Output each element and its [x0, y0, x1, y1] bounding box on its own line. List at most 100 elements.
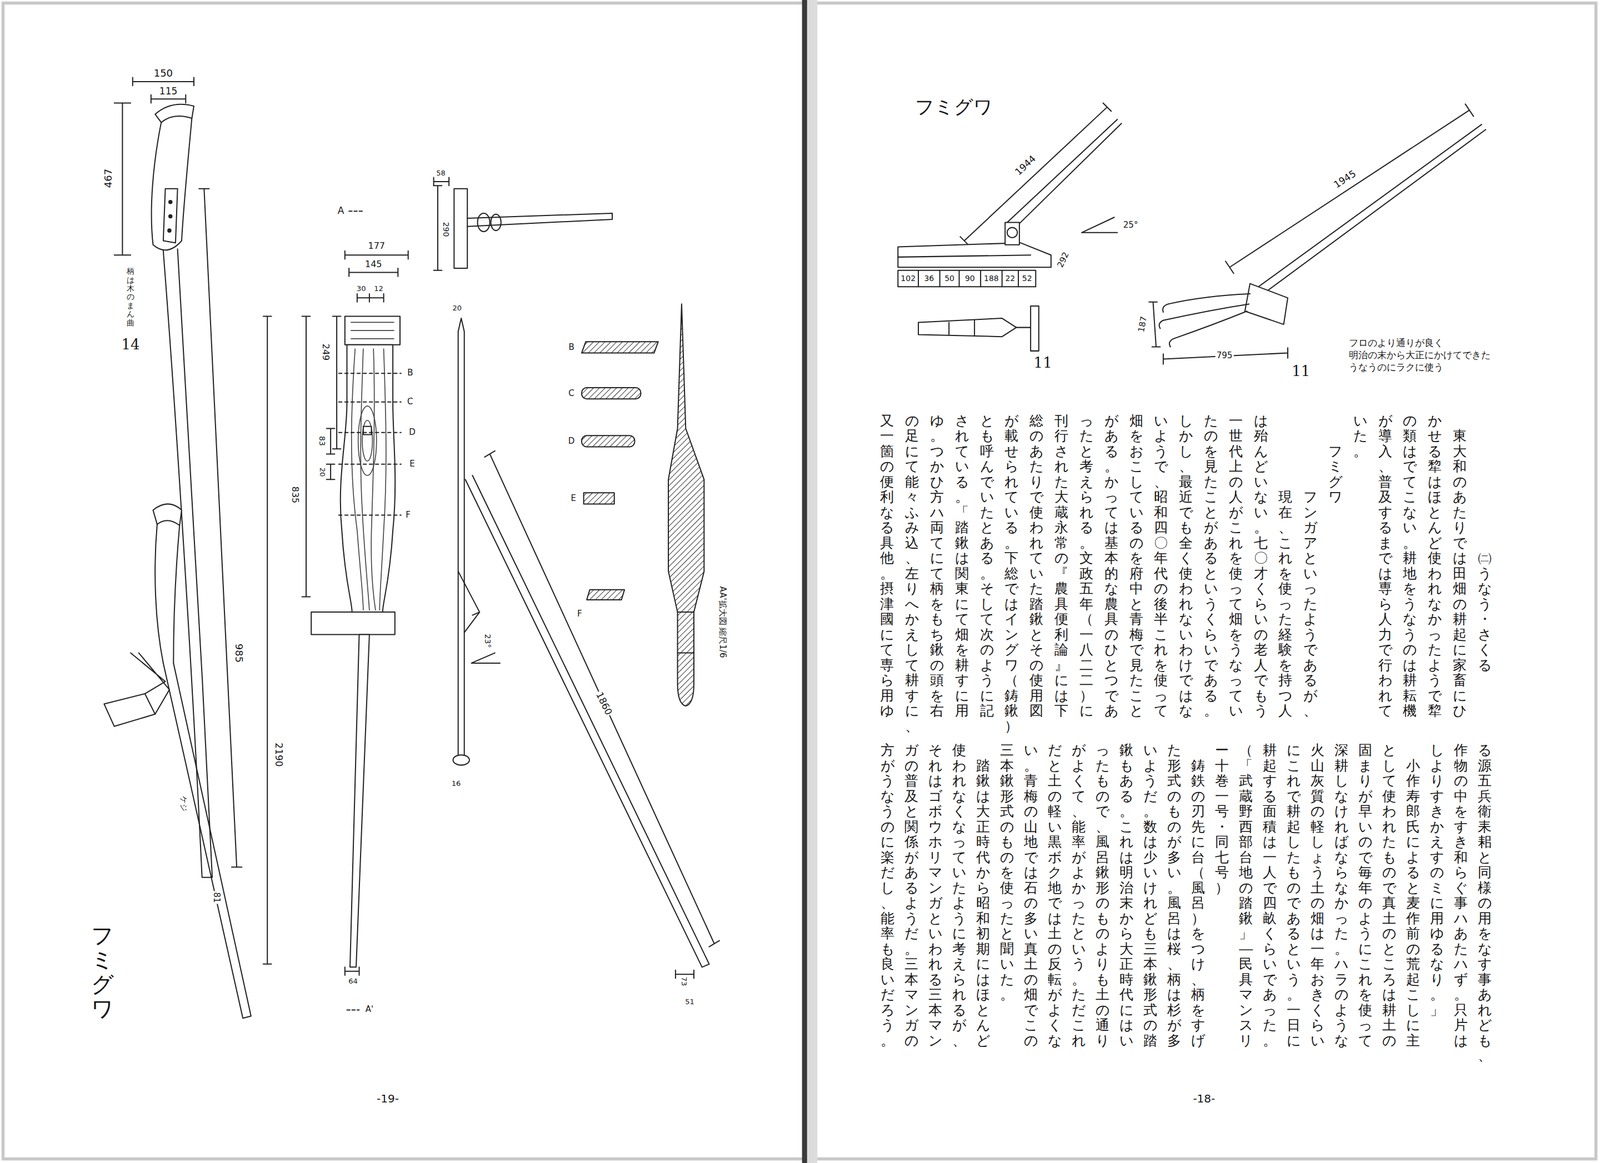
body-text: 踏鍬は大正時代から昭和初期にはほとんど使われなくなっていたように考えられるが、そ…: [879, 741, 992, 1050]
dimension-label: 290: [441, 221, 451, 239]
dimension-label: 50: [943, 273, 956, 283]
dimension-label: 25°: [1122, 220, 1140, 230]
text-column: 小作寿郎氏によると麦作前の荒起こしに主: [1406, 758, 1420, 1049]
section-heading: ㈡ うなう・さくる: [1476, 549, 1493, 690]
section-label: F: [576, 609, 584, 619]
text-column: 畑をおこしているのを府中と青梅で見たこと: [1129, 413, 1144, 719]
dimension-label: 23°: [483, 632, 493, 649]
handwritten-note: フロのより通りが良く 明治の末から大正にかけてできた うなうのにラクに使う: [1348, 336, 1497, 374]
text-column: しかし、最近でも全く使われないわけではな: [1178, 413, 1193, 719]
page-number: -18-: [1191, 1092, 1217, 1106]
text-column: たのを見たことがあるというくらいである。: [1203, 413, 1218, 719]
dimension-label: 58: [435, 169, 447, 178]
text-column: 一世代上の人がこれを使って畑をうなってい: [1228, 413, 1243, 719]
text-column: にこれで耕起したものであるという。一日に: [1286, 742, 1301, 1049]
text-column: ー十巻一号・同七号）: [1215, 742, 1229, 896]
dimension-label: 83: [317, 435, 327, 448]
text-column: 作物の中をすき和らぐ事ハあたハず。只片は: [1453, 742, 1468, 1049]
dimension-label: 467: [102, 167, 114, 189]
text-column: フミグワ: [1328, 443, 1343, 505]
figure-number: 11: [1032, 355, 1054, 372]
text-column: 固まりが早いので毎年のようにこれを使って: [1358, 742, 1373, 1049]
text-column: 鍬もある。これは明治末から大正時代にはい: [1119, 742, 1134, 1049]
text-column: 総のあたりで使われていた踏鍬とその使用図: [1029, 413, 1044, 719]
text-column: しよりすきかえすのミに用ゆるなり。」: [1430, 742, 1444, 1018]
text-column: 又一箇の便利なる具他。摂津國にて専ら用ゆ: [880, 413, 894, 719]
section-marker: F: [404, 510, 412, 520]
text-column: 鋳鉄の刃先に台（風呂）をつけ、柄をすげ: [1191, 758, 1205, 1049]
text-column: いた。: [1353, 413, 1368, 460]
page-title: フミグワ: [913, 96, 994, 118]
section-marker: E: [408, 459, 416, 469]
dimension-label: 51: [683, 997, 696, 1007]
text-column: 方がうなうのに楽だし、能率も良いだろう。: [880, 742, 895, 1049]
note: 柄は木のまん曲: [126, 267, 135, 328]
section-label: B: [567, 343, 575, 353]
dimension-label: 90: [963, 273, 977, 283]
dimension-label: 795: [1215, 351, 1234, 361]
text-column: とも呼んでいたとある。そして次のように記: [980, 413, 994, 719]
dimension-label: 1944: [1012, 152, 1039, 179]
dimension-label: 30: [355, 284, 368, 293]
section-label: D: [567, 437, 577, 447]
text-column: ガの普及と関係があるようだ。三本マンガの: [904, 742, 919, 1049]
section-label: E: [569, 494, 577, 504]
text-column: 現在、これを使った経験を持つ人: [1278, 489, 1293, 719]
text-column: の足にて能々ふみ込、左りへかえして耕すに、: [905, 413, 919, 735]
dimension-label: 188: [982, 273, 1000, 283]
text-column: として使われたもので真土のところは耕土の: [1382, 742, 1397, 1049]
text-column: されている。「踏鍬は関東にて畑を耕すに用: [955, 413, 969, 719]
text-column: る源五兵衛耒耜と同様の用をなす事あれども、: [1477, 742, 1492, 1064]
section-label: C: [567, 388, 575, 399]
text-column: 耕起する面積は一人で四畝くらいであった。: [1262, 742, 1277, 1049]
text-column: が載せられている。下総ではイングワ（鋳鍬）: [1004, 413, 1019, 735]
dimension-label: 985: [232, 642, 245, 664]
dimension-label: 81: [211, 891, 222, 905]
text-column: が導入、普及するまでは専ら人力で行われて: [1378, 413, 1393, 719]
subheading: フミグワ: [1327, 442, 1344, 507]
dimension-label: 115: [158, 86, 179, 98]
section-marker: A': [364, 1005, 375, 1015]
dimension-label: 52: [1021, 273, 1034, 283]
dimension-label: 177: [366, 240, 387, 251]
text-column: がある。かっては基本的な農具のひとつであ: [1104, 413, 1119, 719]
note: ケジ: [179, 795, 189, 813]
dimension-label: 16: [450, 779, 463, 788]
dimension-label: 20: [318, 466, 327, 479]
dimension-label: 22: [1003, 273, 1017, 283]
text-column: ったと考えられる。文政五年（一八二二）に: [1079, 413, 1094, 719]
text-column: 使われなくなっていたように考えられるが、: [952, 742, 967, 1049]
text-column: がよくて、能率がよかったという。ただこれ: [1071, 742, 1086, 1049]
dimension-label: 73: [679, 976, 688, 988]
text-column: 火山灰質の軽しょう土の畑は一年おきくらい: [1310, 742, 1325, 1049]
dimension-label: 292: [1055, 250, 1072, 271]
text-column: た形式のものが多い。風呂は桜、柄は杉が多: [1167, 742, 1182, 1049]
text-column: （「武蔵野西部台地の踏鍬」―民具マンスリ: [1238, 742, 1253, 1049]
text-column: は殆んどいない。七〇才くらいの老人でもう: [1253, 413, 1268, 719]
dimension-label: 64: [347, 977, 359, 987]
dimension-label: 1945: [1331, 167, 1359, 192]
text-column: それはゴボウホリマンガといわれる三本マン: [928, 742, 943, 1049]
dimension-label: 187: [1136, 315, 1150, 335]
text-column: ったもので、風呂鍬形のものよりも土の通り: [1095, 742, 1110, 1049]
dimension-label: 36: [922, 273, 935, 283]
text-column: だと土の軽い黒ボク地では土の反転がよくな: [1047, 742, 1062, 1049]
text-column: かせる犂はほとんど使われなかったようで犂: [1427, 413, 1442, 719]
page-number: -19-: [375, 1092, 400, 1106]
body-text: 小作寿郎氏によると麦作前の荒起こしに主として使われたもので真土のところは耕土の固…: [1213, 741, 1422, 1050]
figure-title: フミグワ: [91, 923, 114, 1022]
dimension-label: 835: [290, 485, 300, 505]
section-marker: B: [406, 368, 414, 379]
section-marker: C: [406, 397, 414, 407]
figure-number: 14: [120, 336, 142, 354]
dimension-label: 249: [320, 342, 331, 362]
text-column: の類はでてこない。耕地をうなうのは耕耘機: [1402, 413, 1417, 719]
body-text: フンガアといったようであるが、現在、これを使った経験を持つ人は殆んどいない。七〇…: [878, 412, 1493, 1065]
text-column: 三本鍬形式のものを使ったと聞いた。: [1000, 742, 1014, 1003]
text-column: 踏鍬は大正時代から昭和初期にはほとんど: [976, 758, 990, 1049]
dimension-label: 12: [372, 284, 385, 293]
body-text: 鋳鉄の刃先に台（風呂）をつけ、柄をすげた形式のものが多い。風呂は桜、柄は杉が多い…: [998, 741, 1207, 1050]
dimension-label: 145: [363, 259, 384, 270]
